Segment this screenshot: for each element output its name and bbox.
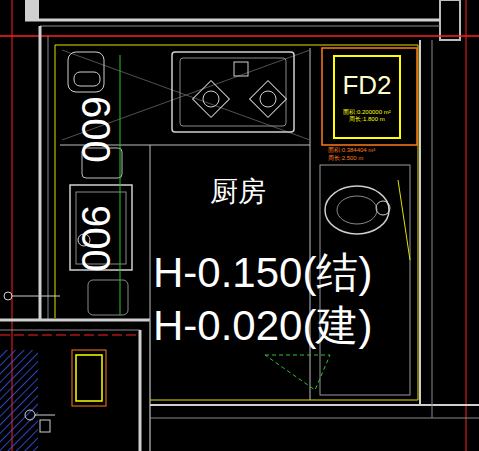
area-note: 面积:0.200000 m² [343,109,390,116]
wall-line [25,19,440,22]
basin [376,201,390,215]
axis-line [0,335,140,336]
wall-line [149,320,151,451]
wall-line [432,40,433,418]
wall-line [40,26,440,27]
wall-line [39,26,42,320]
burner [250,81,287,118]
pipe [40,420,50,432]
stove-knob [234,62,248,76]
area-note: 周长:2.500 m [328,155,363,161]
counter-line [310,48,311,400]
axis-line [0,35,479,37]
fixture [74,72,100,86]
door-swing [265,355,330,390]
wall-line [0,330,140,331]
burner [203,91,219,107]
dimension-text: 900 [76,205,116,272]
stove [180,58,286,126]
fixture [68,52,104,92]
stove [172,52,294,132]
burner [193,81,230,118]
basin [337,196,377,224]
dimension-line [120,55,121,315]
drain-code: FD2 [342,71,391,101]
fixture [88,280,128,315]
wall-line [419,40,421,405]
level-mark: H-0.150(结) [153,252,372,294]
wall-line [48,36,49,320]
wall-line [150,418,479,419]
axis-line [466,0,467,451]
dimension-text: 600 [76,96,116,163]
pipe [35,415,55,416]
wall-line [139,330,142,451]
room-outline [55,45,56,318]
hatch [0,350,38,451]
counter-line [150,145,151,320]
wall [25,0,39,20]
burner [260,91,276,107]
pipe [4,292,12,300]
level-mark: H-0.020(建) [153,305,372,347]
wall [440,0,460,40]
floor-drain-box: FD2 面积:0.200000 m²周长:1.800 m [333,55,401,139]
shaft [76,355,102,401]
wall-line [150,404,479,406]
wall-line [0,319,150,322]
pipe [12,296,60,297]
shaft [72,350,106,406]
area-note: 面积:0.384404 m² [328,147,375,153]
pipe [25,410,35,420]
fd2-frame [322,48,417,145]
basin [325,186,389,234]
leader-line [398,180,410,260]
room-name: 厨房 [210,178,266,206]
room-outline [55,45,418,400]
area-note: 周长:1.800 m [349,116,384,123]
